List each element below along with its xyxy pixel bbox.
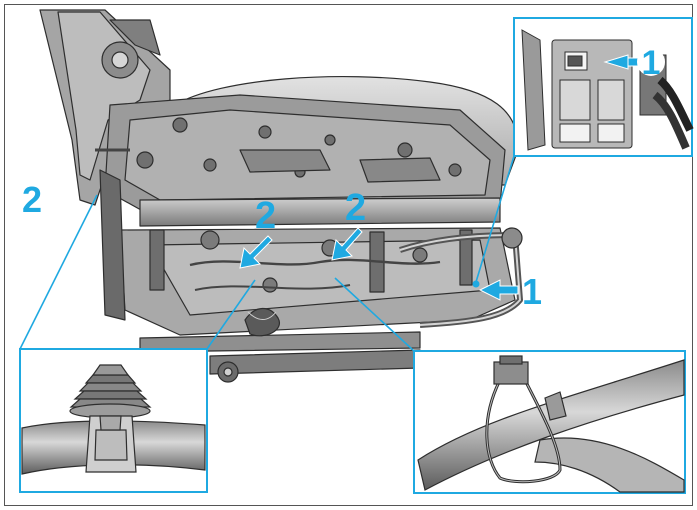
arrow-icon bbox=[478, 279, 519, 301]
leader-line-left-b bbox=[206, 279, 256, 350]
leader-line-connector bbox=[475, 155, 515, 283]
connector-point bbox=[472, 280, 480, 288]
arrow-icon bbox=[239, 235, 273, 269]
leader-line-left-a bbox=[19, 194, 98, 350]
inset-connector-detail: 1 bbox=[513, 17, 694, 157]
wire-strap-icon bbox=[417, 355, 685, 493]
callout-number-1-main: 1 bbox=[522, 271, 542, 312]
callout-number-2-left: 2 bbox=[22, 179, 42, 220]
floor-rail bbox=[139, 331, 421, 353]
front-crossbar bbox=[139, 197, 501, 227]
callout-number-2-clip-a: 2 bbox=[255, 195, 276, 237]
seat-assembly bbox=[39, 9, 523, 383]
leader-line-right-a bbox=[334, 277, 415, 352]
fir-tree-clip-icon bbox=[21, 364, 206, 475]
inset-fir-tree-clip bbox=[19, 348, 208, 493]
callout-number-2-clip-b: 2 bbox=[345, 187, 366, 229]
inset-wire-strap bbox=[413, 350, 686, 494]
callout-number-1: 1 bbox=[642, 44, 661, 82]
arrow-icon bbox=[331, 227, 363, 261]
